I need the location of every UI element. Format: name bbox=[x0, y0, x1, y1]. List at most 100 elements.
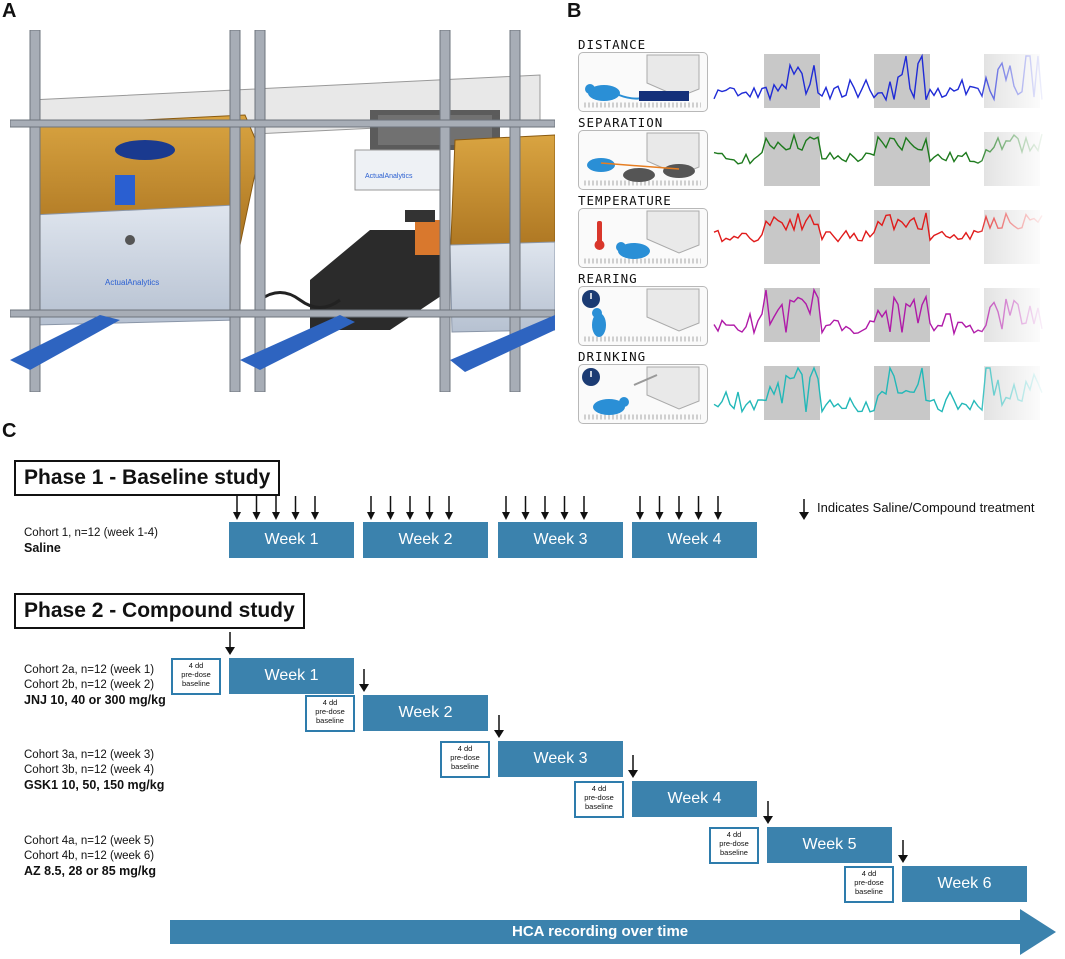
behaviour-icon-temperature bbox=[578, 208, 708, 268]
cohort-compound: AZ 8.5, 28 or 85 mg/kg bbox=[24, 864, 156, 878]
phase1-week-4: Week 4 bbox=[632, 522, 757, 558]
baseline-line3: baseline bbox=[720, 848, 748, 857]
treatment-arrow bbox=[628, 755, 638, 778]
phase2-cohort-group-3: Cohort 4a, n=12 (week 5) Cohort 4b, n=12… bbox=[24, 834, 156, 880]
treatment-arrow bbox=[580, 496, 588, 520]
treatment-arrow bbox=[233, 496, 241, 520]
dark-phase-band bbox=[874, 132, 930, 186]
behaviour-icon-rearing bbox=[578, 286, 708, 346]
cohort-line: Cohort 2b, n=12 (week 2) bbox=[24, 679, 155, 691]
panel-label-a: A bbox=[2, 0, 17, 22]
phase2-week-6: Week 6 bbox=[902, 866, 1027, 902]
dark-phase-band bbox=[874, 54, 930, 108]
trace-label-rearing: REARING bbox=[578, 271, 638, 286]
treatment-arrow bbox=[655, 496, 664, 520]
legend-arrow-icon bbox=[799, 499, 809, 520]
baseline-line2: pre-dose bbox=[181, 670, 211, 679]
treatment-arrow bbox=[541, 496, 549, 520]
treatment-arrow bbox=[425, 496, 434, 520]
baseline-line3: baseline bbox=[585, 802, 613, 811]
cohort-line: Cohort 3a, n=12 (week 3) bbox=[24, 749, 155, 761]
cage-rack-photo: ActualAnalytics ActualAnalytics bbox=[10, 30, 555, 392]
phase1-treatment-arrows bbox=[233, 496, 722, 520]
phase2-week-4: Week 4 bbox=[632, 781, 757, 817]
phase2-week-1: Week 1 bbox=[229, 658, 354, 694]
phase1-cohort: Cohort 1, n=12 (week 1-4) Saline bbox=[24, 526, 158, 557]
treatment-arrow bbox=[311, 496, 319, 520]
phase2-cohort-group-2: Cohort 3a, n=12 (week 3) Cohort 3b, n=12… bbox=[24, 748, 164, 794]
baseline-line3: baseline bbox=[855, 887, 883, 896]
phase1-week-2: Week 2 bbox=[363, 522, 488, 558]
cohort-compound: GSK1 10, 50, 150 mg/kg bbox=[24, 778, 165, 792]
trace-label-distance: DISTANCE bbox=[578, 37, 647, 52]
cohort-line: Cohort 4b, n=12 (week 6) bbox=[24, 850, 155, 862]
baseline-line2: pre-dose bbox=[315, 707, 345, 716]
dark-phase-band bbox=[764, 54, 820, 108]
legend-text: Indicates Saline/Compound treatment bbox=[817, 500, 1035, 515]
treatment-arrow bbox=[225, 632, 235, 655]
phase1-week-3: Week 3 bbox=[498, 522, 623, 558]
behaviour-icon-drinking bbox=[578, 364, 708, 424]
treatment-arrow bbox=[502, 496, 510, 520]
treatment-arrow bbox=[367, 496, 375, 520]
treatment-arrow bbox=[291, 496, 300, 520]
cohort-compound: JNJ 10, 40 or 300 mg/kg bbox=[24, 693, 166, 707]
phase2-week-3: Week 3 bbox=[498, 741, 623, 777]
panel-label-b: B bbox=[567, 0, 582, 22]
treatment-arrow bbox=[763, 801, 773, 824]
trace-label-temperature: TEMPERATURE bbox=[578, 193, 672, 208]
phase1-title: Phase 1 - Baseline study bbox=[14, 460, 281, 496]
baseline-line1: 4 dd bbox=[861, 869, 877, 878]
treatment-arrow bbox=[694, 496, 703, 520]
phase2-title: Phase 2 - Compound study bbox=[14, 593, 305, 629]
baseline-line2: pre-dose bbox=[854, 878, 884, 887]
treatment-arrow bbox=[560, 496, 569, 520]
baseline-line1: 4 dd bbox=[591, 784, 607, 793]
treatment-arrow bbox=[636, 496, 644, 520]
phase2-week-5: Week 5 bbox=[767, 827, 892, 863]
activity-traces bbox=[713, 52, 1044, 422]
baseline-line3: baseline bbox=[316, 716, 344, 725]
photo-logo-left: ActualAnalytics bbox=[105, 278, 159, 287]
behaviour-icon-separation bbox=[578, 130, 708, 190]
baseline-line1: 4 dd bbox=[322, 698, 338, 707]
trace-label-drinking: DRINKING bbox=[578, 349, 647, 364]
treatment-arrow bbox=[406, 496, 414, 520]
dark-phase-band bbox=[874, 210, 930, 264]
trace-fade bbox=[974, 286, 1044, 344]
behaviour-icon-distance bbox=[578, 52, 708, 112]
cohort-line: Cohort 3b, n=12 (week 4) bbox=[24, 764, 155, 776]
trace-fade bbox=[974, 208, 1044, 266]
phase1-compound: Saline bbox=[24, 541, 61, 555]
hca-timeline-label: HCA recording over time bbox=[512, 923, 689, 940]
trace-fade bbox=[974, 364, 1044, 422]
phase2-cohort-group-1: Cohort 2a, n=12 (week 1) Cohort 2b, n=12… bbox=[24, 663, 166, 709]
panel-label-c: C bbox=[2, 420, 17, 442]
photo-logo-center: ActualAnalytics bbox=[365, 173, 413, 180]
treatment-arrow bbox=[898, 840, 908, 863]
baseline-line1: 4 dd bbox=[188, 661, 204, 670]
treatment-arrow bbox=[252, 496, 261, 520]
hca-timeline-arrow bbox=[170, 909, 1056, 955]
phase2-week-2: Week 2 bbox=[363, 695, 488, 731]
baseline-line1: 4 dd bbox=[457, 744, 473, 753]
cohort-line: Cohort 4a, n=12 (week 5) bbox=[24, 835, 155, 847]
cohort-line: Cohort 2a, n=12 (week 1) bbox=[24, 664, 155, 676]
trace-fade bbox=[974, 52, 1044, 110]
baseline-line3: baseline bbox=[182, 679, 210, 688]
phase1-week-1: Week 1 bbox=[229, 522, 354, 558]
treatment-arrow bbox=[445, 496, 453, 520]
trace-label-separation: SEPARATION bbox=[578, 115, 664, 130]
baseline-line3: baseline bbox=[451, 762, 479, 771]
treatment-arrow bbox=[521, 496, 530, 520]
treatment-arrow bbox=[494, 715, 504, 738]
treatment-arrow bbox=[272, 496, 280, 520]
trace-fade bbox=[974, 130, 1044, 188]
baseline-line2: pre-dose bbox=[584, 793, 614, 802]
